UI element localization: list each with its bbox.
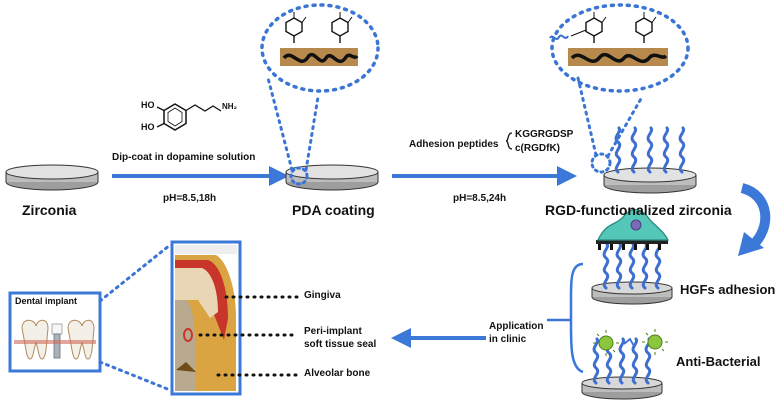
application-label: Application in clinic <box>489 321 544 345</box>
branch-bracket <box>569 262 584 374</box>
rgd-zoom-ellipse <box>550 3 690 93</box>
pda-zoom-line-left <box>266 76 294 172</box>
pda-zoom-ellipse <box>260 3 380 93</box>
anti-bacterial-label: Anti-Bacterial <box>676 354 761 369</box>
anti-bacterial-icon <box>581 329 668 400</box>
soft-tissue-seal-label: Peri-implant soft tissue seal <box>304 326 377 350</box>
dopamine-ho1: HO <box>141 100 155 110</box>
ph1-label: pH=8.5,18h <box>163 193 217 204</box>
pda-polymer-detail <box>280 11 359 66</box>
pda-zoom-circle <box>289 166 309 186</box>
rgd-zoom-line-right <box>606 95 644 158</box>
dip-coat-label: Dip-coat in dopamine solution <box>112 152 256 163</box>
gingiva-label: Gingiva <box>304 290 341 301</box>
curved-arrowhead <box>738 232 764 256</box>
peptide-crgdfk: c(RGDfK) <box>515 143 560 154</box>
alveolar-bone-label: Alveolar bone <box>304 368 371 379</box>
dopamine-structure-icon <box>156 103 222 131</box>
adhesion-peptides-label: Adhesion peptides <box>409 139 499 150</box>
peptide-brace <box>505 132 513 150</box>
pda-zoom-line-right <box>304 95 320 172</box>
peptide-kggrgdsp: KGGRGDSP <box>515 129 574 140</box>
dental-implant-label: Dental implant <box>15 296 78 306</box>
zirconia-label: Zirconia <box>22 202 77 218</box>
tooth-implant-icon <box>14 319 96 360</box>
curved-arrow-icon <box>740 183 771 250</box>
dopamine-ho2: HO <box>141 122 155 132</box>
hgfs-adhesion-label: HGFs adhesion <box>680 282 776 297</box>
implant-zoom-line-top <box>98 243 172 303</box>
rgd-zoom-line-left <box>576 76 598 157</box>
hgfs-adhesion-icon <box>591 209 673 305</box>
implant-zoom-line-bottom <box>98 360 172 392</box>
zirconia-disc-icon <box>5 164 99 191</box>
rgd-zoom-circle <box>590 152 612 174</box>
pda-coating-label: PDA coating <box>292 202 375 218</box>
rgd-polymer-detail <box>549 11 668 66</box>
dopamine-nh2: NH₂ <box>222 102 238 111</box>
bacteria-icon <box>593 329 668 356</box>
implant-detail-box <box>170 240 242 396</box>
ph2-label: pH=8.5,24h <box>453 193 507 204</box>
rgd-zirconia-label: RGD-functionalized zirconia <box>545 202 732 218</box>
